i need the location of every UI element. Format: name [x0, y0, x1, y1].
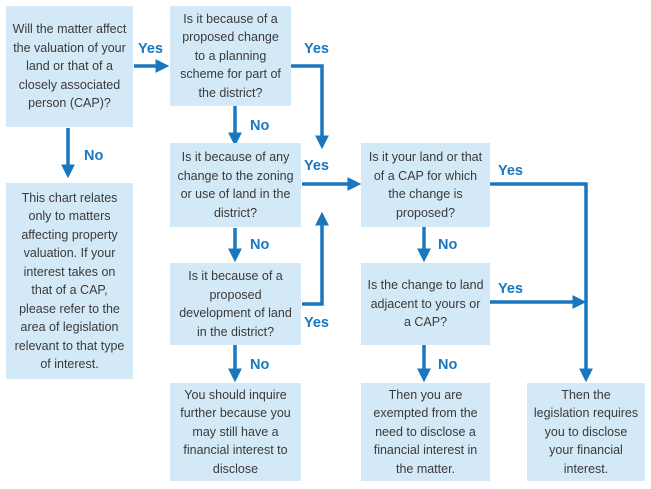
box-valuation-question: Will the matter affect the valuation of … [6, 6, 133, 127]
box-text: Is it because of a proposed change to a … [180, 11, 281, 100]
label-yes-adjacent: Yes [498, 281, 523, 297]
label-yes-valuation: Yes [138, 41, 163, 57]
box-text: Is it because of a proposed development … [179, 269, 292, 339]
label-no-your-land: No [438, 237, 458, 253]
arrow-development-to-zoning [302, 211, 329, 306]
label-no-development: No [250, 357, 270, 373]
box-text: Is it your land or that of a CAP for whi… [368, 150, 483, 220]
box-text: Is it because of any change to the zonin… [177, 150, 294, 220]
arrow-your-land-to-disclose [490, 182, 593, 383]
box-disclose-result: Then the legislation requires you to dis… [527, 383, 645, 481]
label-no-adjacent: No [438, 357, 458, 373]
box-adjacent-question: Is the change to land adjacent to yours … [361, 263, 490, 345]
label-yes-zoning: Yes [304, 158, 329, 174]
box-text: Is the change to land adjacent to yours … [367, 278, 484, 330]
box-text: Then you are exempted from the need to d… [373, 387, 478, 476]
box-planning-question: Is it because of a proposed change to a … [170, 6, 291, 106]
label-no-valuation: No [84, 148, 104, 164]
label-no-planning: No [250, 118, 270, 134]
box-your-land-question: Is it your land or that of a CAP for whi… [361, 143, 490, 227]
box-text: Then the legislation requires you to dis… [533, 387, 639, 476]
box-text: This chart relates only to matters affec… [14, 190, 125, 372]
label-yes-development: Yes [304, 315, 329, 331]
box-exempt-result: Then you are exempted from the need to d… [361, 383, 490, 481]
label-yes-your-land: Yes [498, 163, 523, 179]
box-inquire-result: You should inquire further because you m… [170, 383, 301, 481]
box-zoning-question: Is it because of any change to the zonin… [170, 143, 301, 227]
label-yes-planning: Yes [304, 41, 329, 57]
box-property-note: This chart relates only to matters affec… [6, 183, 133, 379]
box-text: You should inquire further because you m… [180, 387, 291, 476]
box-text: Will the matter affect the valuation of … [12, 22, 127, 111]
label-no-zoning: No [250, 237, 270, 253]
box-development-question: Is it because of a proposed development … [170, 263, 301, 345]
arrow-planning-to-your-land [291, 64, 329, 150]
